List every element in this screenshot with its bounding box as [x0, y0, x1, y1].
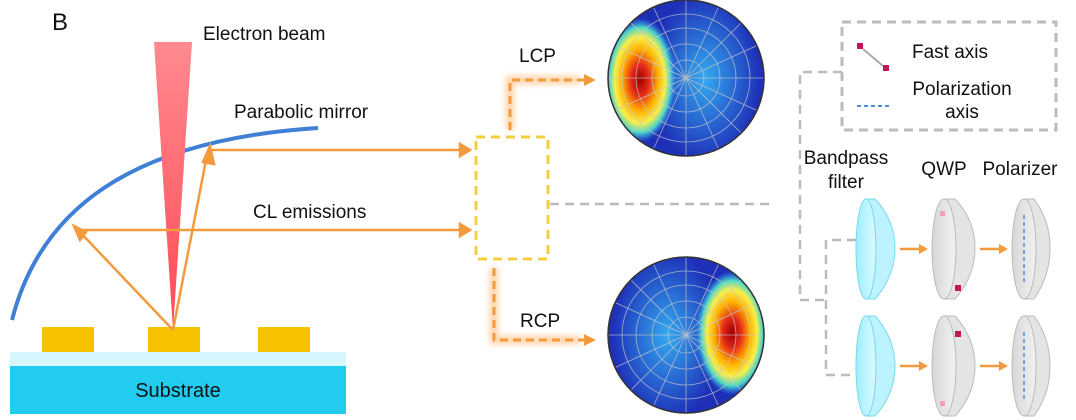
electron-beam — [154, 42, 192, 330]
cl-emissions-label: CL emissions — [253, 202, 366, 223]
polarization-axis-label-1: Polarization — [912, 79, 1011, 100]
collection-box — [474, 135, 550, 261]
bandpass-filter-label-2: filter — [828, 172, 865, 193]
rcp-polar-plot — [607, 256, 765, 414]
polarizer-1 — [1011, 198, 1051, 300]
substrate — [10, 366, 346, 414]
parabolic-mirror-label: Parabolic mirror — [234, 102, 369, 123]
qwp-label: QWP — [921, 159, 966, 180]
fast-axis-marker-2 — [883, 65, 889, 71]
rcp-path — [489, 268, 596, 346]
parabolic-mirror — [10, 126, 319, 321]
electron-beam-label: Electron beam — [203, 24, 326, 45]
substrate-label: Substrate — [135, 380, 221, 402]
bandpass-filter-label-1: Bandpass — [804, 148, 889, 169]
polarizer-label: Polarizer — [983, 159, 1059, 180]
fast-axis-label: Fast axis — [912, 42, 988, 63]
lcp-label: LCP — [519, 46, 556, 67]
qwp-2 — [931, 315, 976, 417]
rcp-label: RCP — [520, 311, 560, 332]
polarizer-2 — [1011, 315, 1051, 417]
cl-emission-rays — [71, 141, 473, 331]
panel-label: B — [52, 9, 68, 36]
lcp-polar-plot — [607, 0, 765, 157]
gold-structure-left — [42, 327, 94, 352]
optics-connector — [550, 70, 856, 377]
bandpass-filter-1 — [855, 198, 896, 300]
substrate-top-layer — [10, 352, 346, 366]
bandpass-filter-2 — [855, 315, 896, 417]
lcp-path — [505, 74, 596, 130]
fast-axis-line — [862, 48, 884, 67]
legend-box — [840, 20, 1058, 132]
fast-axis-marker-1 — [857, 43, 863, 49]
polarization-axis-label-2: axis — [945, 102, 979, 123]
qwp-1 — [931, 198, 976, 300]
gold-structure-center — [148, 327, 200, 352]
gold-structure-right — [258, 327, 310, 352]
optics-row-2 — [855, 315, 1051, 417]
optics-row-1 — [855, 198, 1051, 300]
